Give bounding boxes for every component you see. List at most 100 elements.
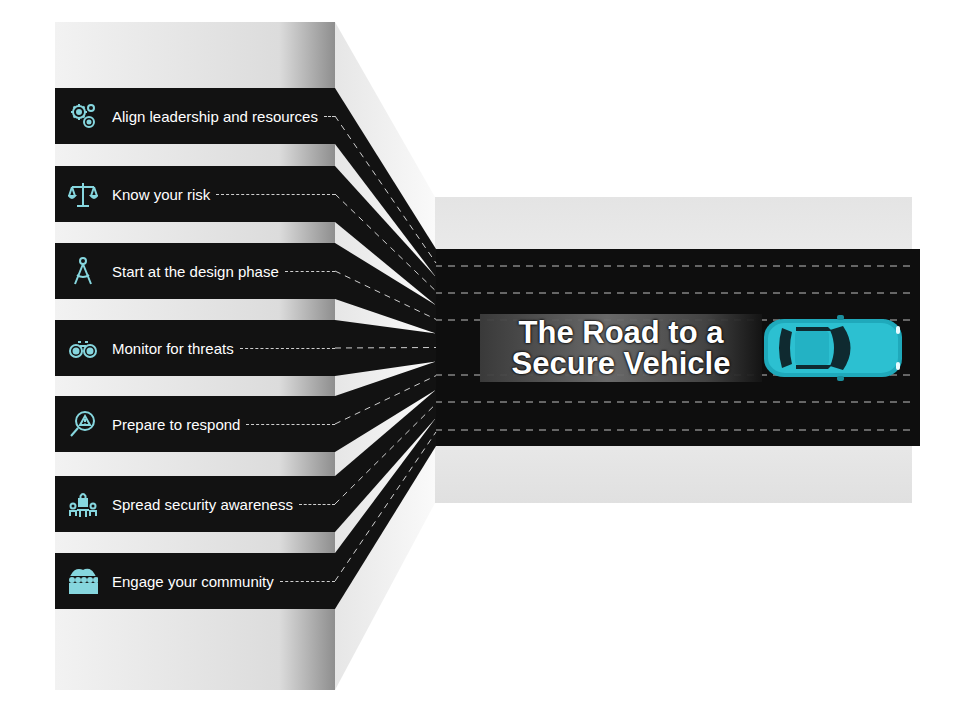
icon-part xyxy=(71,104,87,120)
fan-band xyxy=(335,418,436,609)
icon-part xyxy=(88,121,91,124)
step-icon xyxy=(68,566,98,596)
icon-part xyxy=(74,349,79,354)
icon-part xyxy=(94,584,98,594)
icon-part xyxy=(75,264,91,284)
icon-part xyxy=(76,578,80,582)
lane-dash xyxy=(335,347,436,349)
road-box: The Road to a Secure Vehicle xyxy=(435,249,920,446)
dash-leader xyxy=(280,581,335,582)
icon-part xyxy=(80,416,90,425)
lane-dash xyxy=(335,271,436,319)
icon-part xyxy=(88,105,94,111)
dash-leader xyxy=(246,424,335,425)
icon-part xyxy=(79,499,87,506)
icon-part xyxy=(70,578,74,582)
title-text: The Road to a Secure Vehicle xyxy=(480,314,762,382)
icon-part xyxy=(77,110,81,114)
dash-leader xyxy=(240,348,335,349)
car-body xyxy=(764,319,902,377)
icon-part xyxy=(72,570,94,575)
step-bar: Monitor for threats xyxy=(55,320,335,376)
car xyxy=(764,315,902,381)
icon-part xyxy=(70,584,74,594)
icon-part xyxy=(80,258,86,264)
icon-part xyxy=(69,183,97,206)
icon-part xyxy=(88,584,92,594)
icon-part xyxy=(84,419,86,424)
icon-part xyxy=(70,510,96,517)
car-roof xyxy=(795,331,829,365)
icon xyxy=(70,342,96,357)
step-bar: Know your risk xyxy=(55,166,335,222)
step-label: Know your risk xyxy=(112,186,210,203)
fan-road xyxy=(335,243,436,333)
windshield xyxy=(830,326,851,370)
icon-part xyxy=(78,342,88,346)
mirror xyxy=(837,376,844,381)
step-bar: Start at the design phase xyxy=(55,243,335,299)
icon-part xyxy=(88,578,92,582)
car-body-top xyxy=(768,323,898,373)
step-bar: Engage your community xyxy=(55,553,335,609)
icon-part xyxy=(91,196,97,198)
lane-line xyxy=(435,430,915,431)
lane-dash xyxy=(335,432,436,581)
icon xyxy=(71,412,94,436)
icon-part xyxy=(82,578,86,582)
step-icon xyxy=(68,489,98,519)
step-icon xyxy=(68,101,98,131)
icon-part xyxy=(82,584,86,594)
lane-line xyxy=(435,402,915,403)
headlight xyxy=(896,326,900,334)
fan-road xyxy=(335,418,436,609)
fan-panel xyxy=(335,22,435,690)
icon-part xyxy=(88,349,93,354)
icon-part xyxy=(81,494,86,499)
icon xyxy=(69,183,97,206)
step-icon xyxy=(68,333,98,363)
step-icon xyxy=(68,409,98,439)
icon-part xyxy=(91,504,96,509)
mirror xyxy=(837,315,844,320)
step-bar: Spread security awareness xyxy=(55,476,335,532)
step-icon xyxy=(68,256,98,286)
rear-window xyxy=(779,328,792,368)
icon-part xyxy=(71,428,78,436)
dash-leader xyxy=(324,116,335,117)
dash-leader xyxy=(285,271,335,272)
side-window xyxy=(796,327,832,331)
road-panel xyxy=(435,197,912,503)
icon xyxy=(70,570,98,594)
icon xyxy=(75,258,91,284)
lane-lines xyxy=(435,266,915,430)
step-bar: Align leadership and resources xyxy=(55,88,335,144)
lane-line xyxy=(435,266,915,267)
icon-part xyxy=(76,584,80,594)
step-label: Engage your community xyxy=(112,573,274,590)
side-window xyxy=(796,365,832,369)
icon-part xyxy=(76,412,94,430)
step-icon xyxy=(68,179,98,209)
icon-part xyxy=(94,578,98,582)
road-surface xyxy=(435,249,920,446)
lane-line xyxy=(435,293,915,294)
fan-band xyxy=(335,243,436,333)
dash-leader xyxy=(216,194,335,195)
icon-part xyxy=(84,117,94,127)
icon-part xyxy=(71,504,76,509)
icon-part xyxy=(69,196,75,198)
icon xyxy=(71,104,94,127)
step-label: Prepare to respond xyxy=(112,416,240,433)
left-panel xyxy=(55,22,335,690)
icon xyxy=(70,494,96,517)
step-label: Spread security awareness xyxy=(112,496,293,513)
dash-leader xyxy=(299,504,335,505)
step-label: Monitor for threats xyxy=(112,340,234,357)
headlight xyxy=(896,362,900,370)
step-bar: Prepare to respond xyxy=(55,396,335,452)
step-label: Start at the design phase xyxy=(112,263,279,280)
step-label: Align leadership and resources xyxy=(112,108,318,125)
